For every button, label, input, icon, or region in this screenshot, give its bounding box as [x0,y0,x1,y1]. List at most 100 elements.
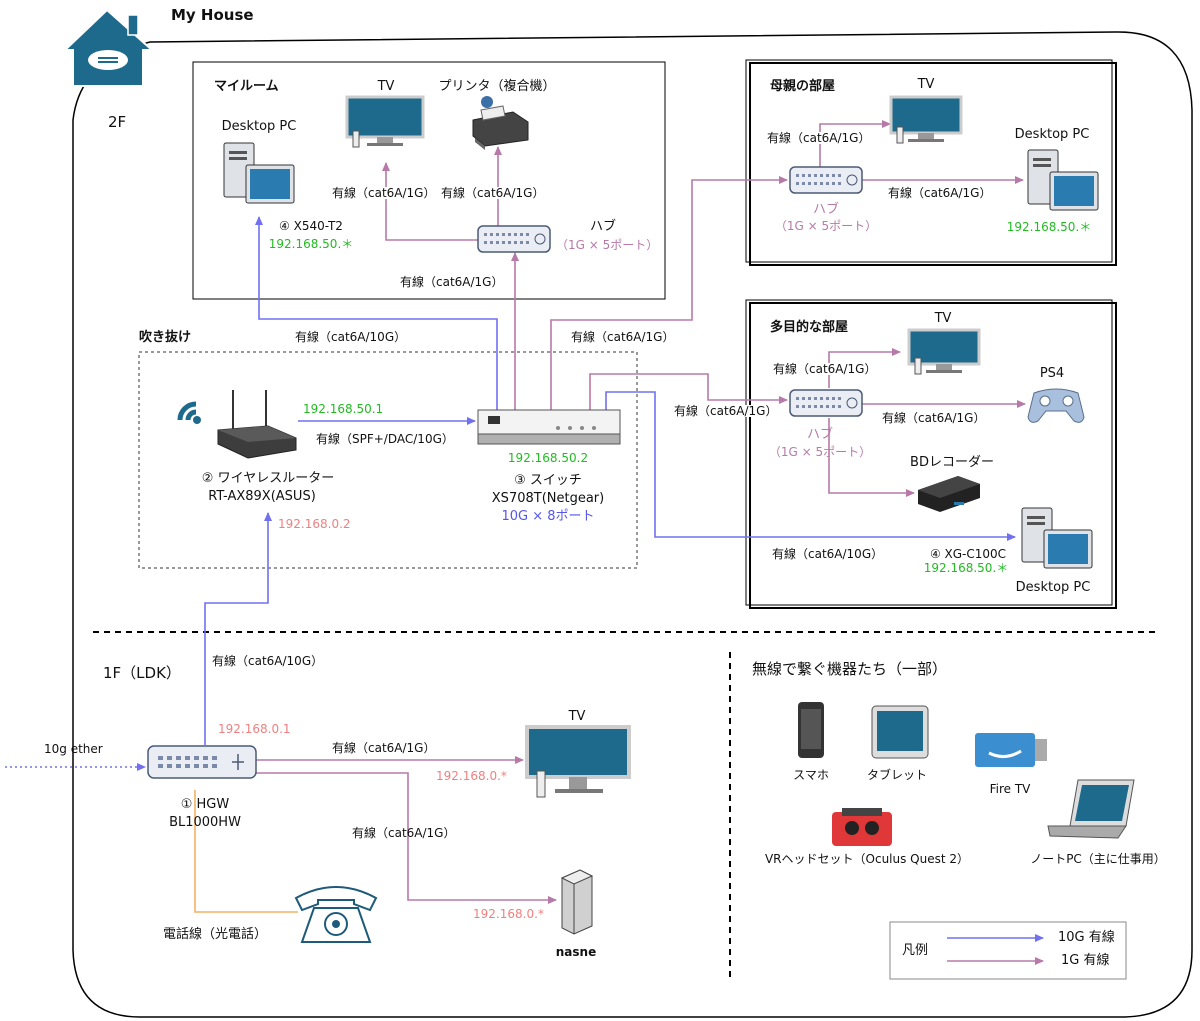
house-outline [72,31,1193,1018]
firetv-label: Fire TV [989,782,1031,796]
wire-hgw-router: 有線（cat6A/10G） [212,654,324,668]
ldk-tv-ip: 192.168.0.* [436,769,507,783]
router-lan-ip: 192.168.50.1 [303,402,384,416]
wire-hgw-nasne: 有線（cat6A/1G） [352,826,456,840]
my-room-tv-label: TV [377,79,395,94]
my-room-wire-hub: 有線（cat6A/1G） [398,275,506,289]
multi-room-tv-label: TV [934,311,952,326]
multi-room-wire-tv: 有線（cat6A/1G） [771,362,879,376]
mother-room-hub-ports: （1G × 5ポート） [774,219,878,233]
link-hub-tv-my [382,162,478,241]
wire-switch-mother: 有線（cat6A/1G） [569,330,677,344]
wire-switch-mypc: 有線（cat6A/10G） [293,330,409,344]
legend-10g-label: 10G 有線 [1058,930,1115,945]
link-hgw-phone [194,790,298,913]
phone-label: 電話線（光電話） [162,927,268,942]
tv-icon-ldk [525,725,631,798]
multi-room-pc-label: Desktop PC [1015,580,1091,595]
multi-room-box-shadow [749,302,1117,609]
tv-icon-my [345,95,425,148]
multi-room-pc-nic: ④ XG-C100C [929,547,1007,561]
router-model: RT-AX89X(ASUS) [208,489,316,504]
hgw-icon [147,745,257,779]
router-icon [177,390,297,459]
router-link-label: 有線（SPF+/DAC/10G） [316,432,454,446]
my-room-pc-label: Desktop PC [221,119,297,134]
hub-icon-mother [789,166,863,194]
tablet-label: タブレット [866,768,928,782]
wire-switch-multi: 有線（cat6A/1G） [672,404,780,418]
fukinuke-box [138,351,638,569]
bd-recorder-icon [918,476,980,512]
multi-room-wire-pc: 有線（cat6A/10G） [770,547,886,561]
floor-1f-label: 1F（LDK） [103,664,181,682]
switch-ip: 192.168.50.2 [507,451,589,465]
link-switch-multi [589,373,788,410]
fukinuke-label: 吹き抜け [139,330,192,345]
legend-title: 凡例 [902,943,929,958]
nasne-label: nasne [555,945,597,959]
hgw-model: BL1000HW [169,815,241,830]
my-room-box [192,61,666,300]
mother-room-wire-pc: 有線（cat6A/1G） [886,186,994,200]
link-xhub-bd [828,418,915,497]
mother-room-pc-label: Desktop PC [1014,127,1090,142]
hgw-name: ① HGW [180,797,230,812]
nasne-ip: 192.168.0.* [473,907,544,921]
legend-box [889,921,1127,980]
mother-room-wire-tv: 有線（cat6A/1G） [765,131,873,145]
hub-icon-multi [789,389,863,417]
mother-room-box [745,59,1113,263]
desktop-pc-icon-multi [1021,507,1093,569]
my-room-hub-label: ハブ [590,219,617,234]
multi-room-hub-label: ハブ [806,427,834,442]
router-name: ② ワイヤレスルーター [201,471,335,486]
house-icon [62,8,155,87]
ps4-controller-icon [1027,388,1085,423]
mother-room-box-shadow [749,62,1117,266]
link-switch-mypc [255,216,498,410]
my-room-hub-ports: （1G × 5ポート） [556,238,659,252]
my-room-wire-tv: 有線（cat6A/1G） [330,186,438,200]
switch-model: XS708T(Netgear) [491,491,605,506]
multi-room-box [745,299,1113,606]
link-xhub-tv [828,348,901,388]
my-room-printer-label: プリンタ（複合機） [438,79,556,94]
multi-room-ps4-label: PS4 [1039,366,1065,381]
wire-hgw-tv: 有線（cat6A/1G） [332,741,436,755]
laptop-icon [1047,779,1135,839]
firetv-icon [975,733,1047,767]
link-hgw-router [204,512,272,745]
tv-icon-multi [907,328,981,375]
switch-ports: 10G × 8ポート [501,509,595,524]
smartphone-icon [798,702,824,758]
switch-name: ③ スイッチ [514,473,582,488]
multi-room-pc-ip: 192.168.50.＊ [923,561,1009,575]
link-switch-mother [550,176,788,410]
my-room-wire-printer: 有線（cat6A/1G） [439,186,547,200]
telephone-icon [294,886,378,943]
nasne-icon [560,869,594,935]
tv-icon-mother [889,95,963,144]
wireless-title: 無線で繋ぐ機器たち（一部） [752,660,948,678]
desktop-pc-icon-mother [1027,149,1099,211]
link-hgw-nasne [256,772,557,904]
ether-label: 10g ether [44,742,103,756]
desktop-pc-icon-my [223,142,295,204]
switch-icon [477,409,621,445]
mother-room-pc-ip: 192.168.50.＊ [1006,220,1092,234]
multi-room-title: 多目的な部屋 [770,320,849,335]
my-room-title: マイルーム [214,79,279,94]
multi-room-hub-ports: （1G × 5ポート） [768,445,872,459]
floor-2f-label: 2F [108,113,127,131]
legend-1g-label: 1G 有線 [1061,953,1110,968]
printer-icon [472,96,529,150]
vr-headset-icon [832,808,892,846]
house-title: My House [171,6,254,24]
link-mhub-tv [819,120,891,167]
multi-room-wire-ps4: 有線（cat6A/1G） [880,411,988,425]
my-room-pc-nic: ④ X540-T2 [279,219,343,233]
link-switch-multipc [605,391,1016,541]
